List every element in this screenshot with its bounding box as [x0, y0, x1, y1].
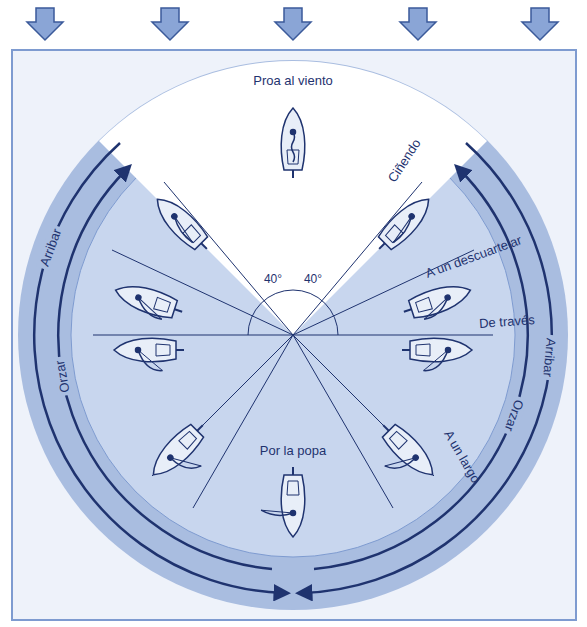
point-of-sail-label: Por la popa — [260, 443, 327, 458]
no-go-sector — [99, 61, 487, 335]
manoeuvre-arcs — [34, 143, 552, 593]
frame — [12, 50, 576, 620]
wind-arrows — [27, 8, 558, 40]
outer-ring — [18, 60, 568, 610]
angle-label: 40° — [264, 272, 282, 287]
point-of-sail-label: Proa al viento — [253, 73, 333, 88]
angle-arc — [248, 290, 338, 335]
angle-label: 40° — [304, 272, 322, 287]
boats — [111, 108, 474, 537]
point-of-sail-label: De través — [479, 312, 536, 331]
radial-lines — [93, 182, 493, 508]
